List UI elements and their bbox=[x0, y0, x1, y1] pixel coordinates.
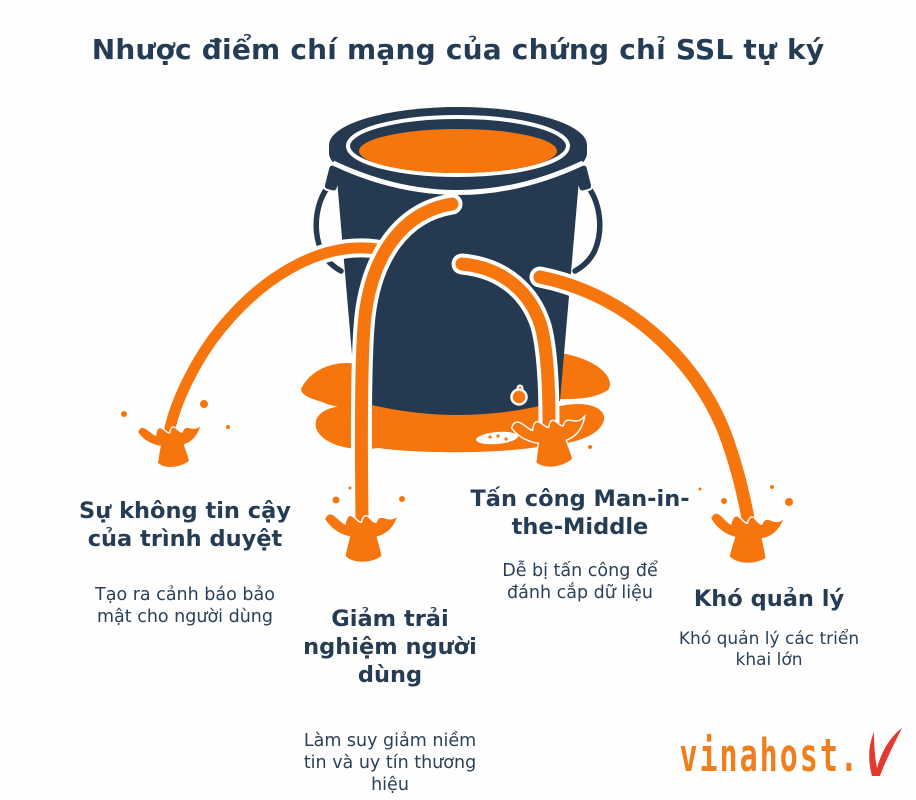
item-heading: Tấn công Man-in-the-Middle bbox=[470, 486, 690, 540]
disadvantage-item-browser-distrust: Sự không tin cậy của trình duyệt Tạo ra … bbox=[66, 498, 304, 628]
item-description: Tạo ra cảnh báo bảo mật cho người dùng bbox=[95, 584, 275, 627]
disadvantage-item-mitm-attack: Tấn công Man-in-the-Middle Dễ bị tấn côn… bbox=[468, 486, 692, 604]
bucket-droplet bbox=[510, 388, 528, 406]
stream-arc-middle bbox=[354, 197, 459, 524]
logo-v-mark-icon bbox=[869, 728, 902, 776]
item-description: Khó quản lý các triển khai lớn bbox=[678, 628, 860, 671]
vinahost-logo: vinahost. bbox=[679, 726, 904, 780]
droplets bbox=[119, 384, 795, 508]
bucket-liquid bbox=[359, 129, 557, 173]
stream-arc-far-right bbox=[533, 270, 755, 525]
logo-text: vinahost. bbox=[679, 730, 860, 783]
stream-arc-inner-right bbox=[455, 257, 556, 429]
disadvantage-item-user-experience: Giảm trải nghiệm người dùng Làm suy giảm… bbox=[282, 606, 498, 796]
stream-arc-left bbox=[164, 242, 383, 434]
splash-icon bbox=[136, 422, 205, 471]
bucket-handle-right bbox=[572, 180, 603, 274]
item-heading: Khó quản lý bbox=[693, 586, 845, 612]
splash-icon bbox=[323, 512, 399, 564]
disadvantage-item-hard-to-manage: Khó quản lý Khó quản lý các triển khai l… bbox=[660, 586, 878, 672]
puddle-highlight bbox=[476, 431, 518, 445]
leak-streams bbox=[160, 193, 759, 529]
item-description: Dễ bị tấn công để đánh cắp dữ liệu bbox=[502, 560, 658, 603]
item-description: Làm suy giảm niềm tin và uy tín thương h… bbox=[303, 730, 477, 796]
item-heading: Sự không tin cậy của trình duyệt bbox=[79, 498, 291, 552]
page-title: Nhược điểm chí mạng của chứng chỉ SSL tự… bbox=[91, 33, 825, 66]
item-heading: Giảm trải nghiệm người dùng bbox=[303, 606, 477, 688]
